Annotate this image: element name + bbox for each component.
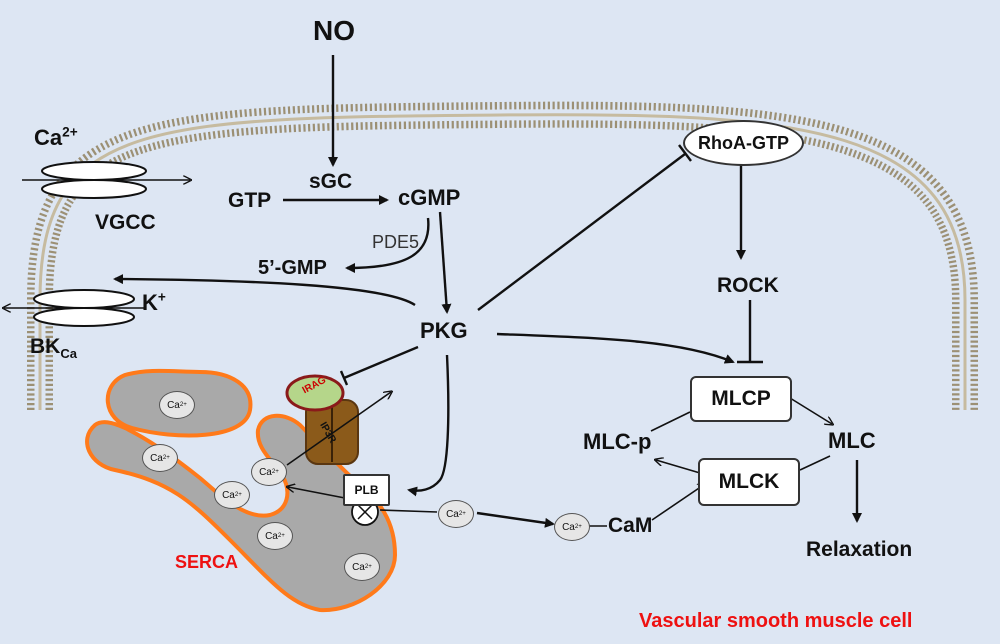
sgc-label: sGC — [309, 170, 353, 193]
cell-type-caption: Vascular smooth muscle cell — [639, 610, 913, 632]
calcium-ion-label: Ca2+ — [34, 124, 78, 150]
cgmp-label: cGMP — [398, 185, 461, 210]
plb-text: PLB — [354, 483, 379, 497]
pde5-label: PDE5 — [372, 232, 420, 252]
rhoa-gtp-text: RhoA-GTP — [698, 132, 789, 153]
ion-label: Ca — [259, 466, 272, 478]
potassium-symbol: K — [142, 290, 158, 315]
potassium-ion-label: K+ — [142, 289, 166, 315]
mlc-p-label: MLC-p — [583, 429, 652, 454]
mlck-text: MLCK — [718, 470, 780, 493]
ion-label: Ca — [167, 399, 180, 411]
ion-label: Ca — [352, 561, 365, 573]
mlc-label: MLC — [828, 428, 876, 453]
cam-label: CaM — [608, 514, 653, 537]
ion-label: Ca — [446, 508, 459, 520]
ion-label: Ca — [222, 489, 235, 501]
irag-ip3r-complex — [285, 374, 359, 465]
bk-subscript: Ca — [60, 346, 77, 362]
calcium-symbol: Ca — [34, 125, 63, 150]
vgcc-label: VGCC — [95, 211, 156, 234]
plb-box: PLB — [343, 474, 390, 506]
bkca-label: BKCa — [30, 335, 77, 360]
serca-label: SERCA — [175, 552, 239, 572]
pkg-label: PKG — [420, 318, 468, 343]
rock-label: ROCK — [717, 274, 779, 297]
5-gmp-label: 5’-GMP — [258, 257, 327, 279]
ion-label: Ca — [562, 521, 575, 533]
mlcp-box: MLCP — [690, 376, 792, 422]
bk-text: BK — [30, 335, 61, 358]
no-label: NO — [313, 15, 355, 46]
gtp-label: GTP — [228, 189, 272, 212]
mlck-box: MLCK — [698, 458, 800, 506]
relaxation-label: Relaxation — [806, 538, 913, 561]
mlcp-text: MLCP — [711, 387, 771, 410]
potassium-charge: + — [157, 289, 166, 305]
pathway-arrows — [4, 55, 862, 528]
cell-membrane — [27, 101, 978, 410]
rhoa-gtp-node: RhoA-GTP — [683, 120, 804, 166]
ion-label: Ca — [265, 530, 278, 542]
calcium-charge: 2+ — [62, 124, 78, 140]
ion-label: Ca — [150, 452, 163, 464]
